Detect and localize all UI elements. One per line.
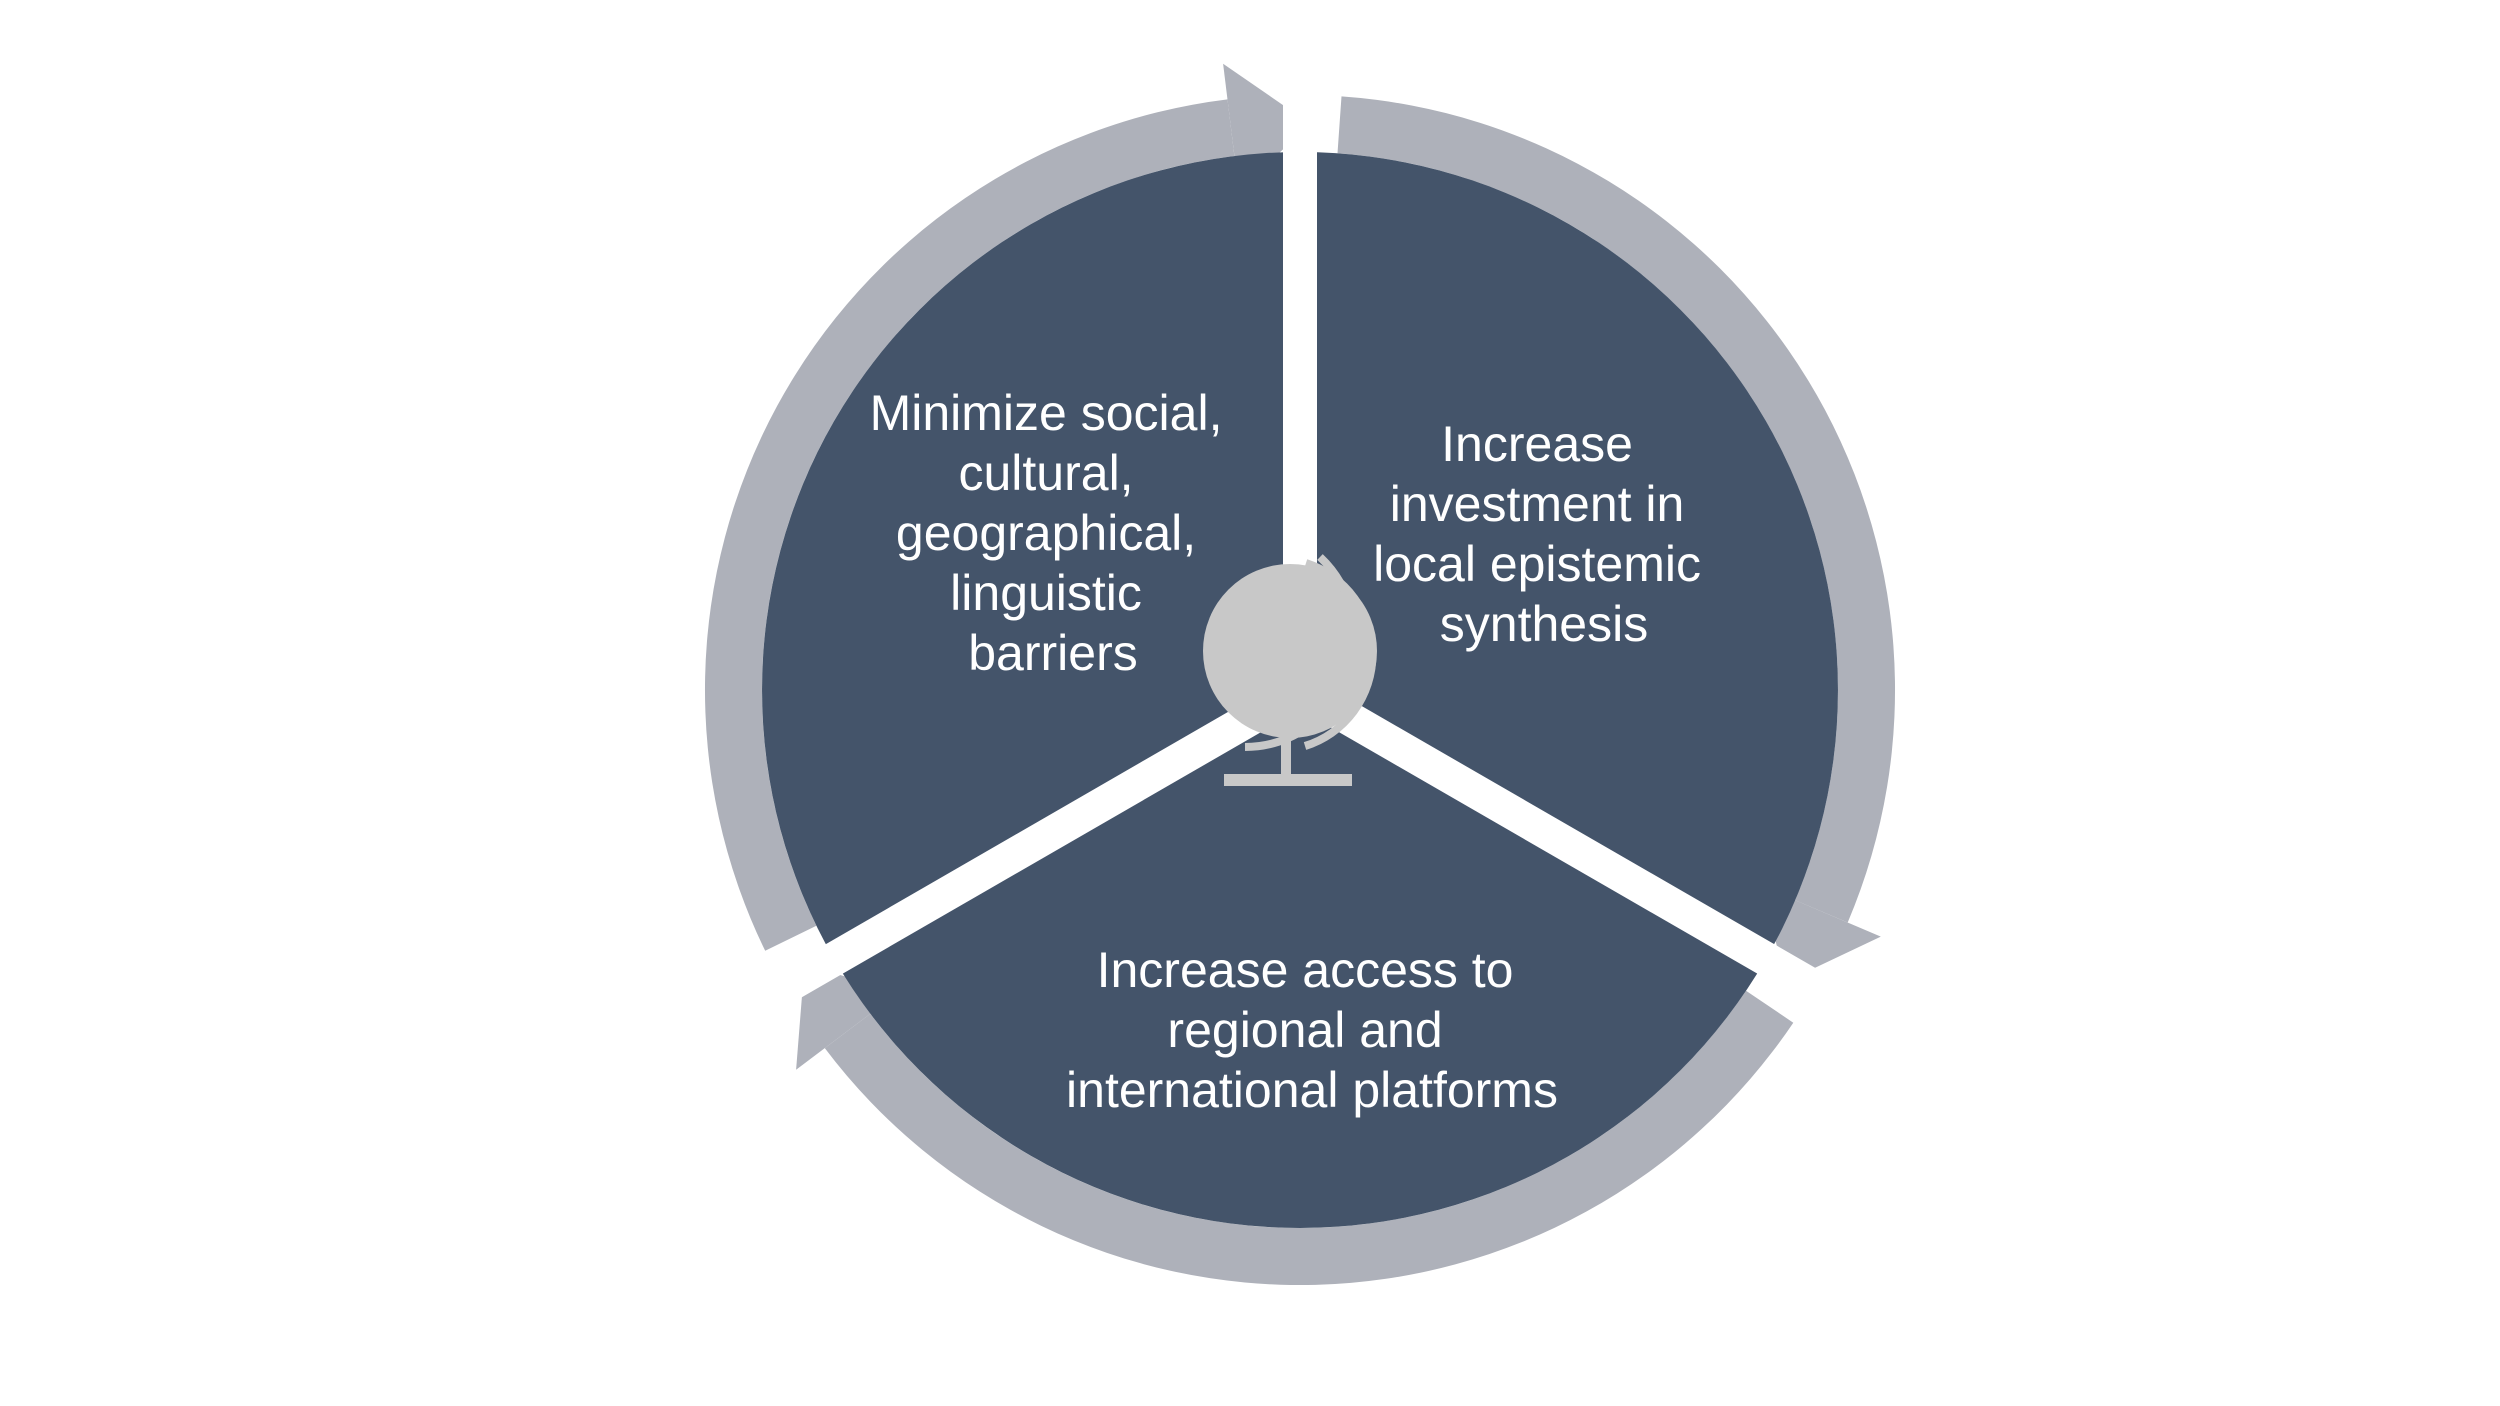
segment-label-barriers: Minimize social, cultural, geographical,…: [870, 385, 1237, 681]
segment-label-line: international platforms: [1066, 1062, 1558, 1118]
segment-label-line: regional and: [1167, 1002, 1442, 1058]
segment-label-line: investment in: [1390, 476, 1685, 532]
segment-label-line: geographical,: [896, 505, 1196, 561]
globe-stand-base: [1224, 774, 1352, 786]
globe-sphere: [1203, 564, 1377, 738]
segment-label-line: synthesis: [1440, 596, 1648, 652]
separator-line: [1291, 675, 1850, 1018]
segment-label-access: Increase access to regional and internat…: [1066, 942, 1558, 1118]
segment-label-line: cultural,: [959, 445, 1134, 501]
segment-label-line: linguistic: [950, 565, 1142, 621]
globe-icon: [1203, 554, 1377, 786]
segment-label-line: local epistemic: [1373, 536, 1701, 592]
segment-label-investment: Increase investment in local epistemic s…: [1373, 416, 1715, 652]
segment-label-line: barriers: [968, 625, 1137, 681]
segment-label-line: Minimize social,: [870, 385, 1223, 441]
globe-stand-post: [1281, 740, 1291, 778]
segment-bottom: [834, 690, 1766, 1228]
ring-arc-bottom: [824, 990, 1794, 1286]
ring-arc-top-left: [704, 99, 1235, 951]
separator-line: [750, 675, 1309, 1018]
segment-label-line: Increase access to: [1097, 942, 1514, 998]
segment-label-line: Increase: [1441, 416, 1633, 472]
ring-arc-top-right: [1337, 96, 1896, 923]
